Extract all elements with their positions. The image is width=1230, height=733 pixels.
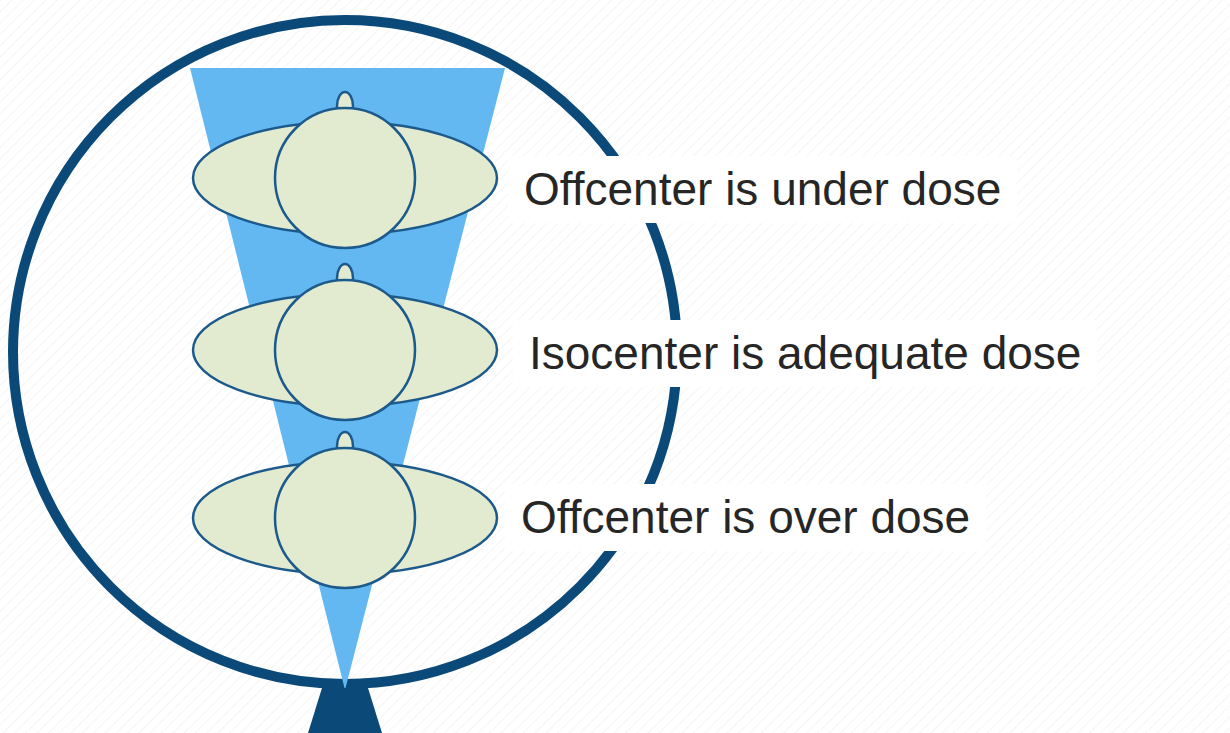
patient-head	[275, 108, 415, 248]
x-ray-tube	[308, 688, 382, 733]
label-text: Isocenter is adequate dose	[529, 327, 1081, 379]
dose-label: Offcenter is under dose	[508, 156, 1017, 223]
patient-head	[275, 448, 415, 588]
patient-head	[275, 280, 415, 420]
patient-group	[193, 92, 497, 588]
patient-cross-section	[193, 432, 497, 588]
label-text: Offcenter is over dose	[521, 491, 970, 543]
dose-label: Offcenter is over dose	[505, 484, 986, 551]
patient-cross-section	[193, 264, 497, 420]
label-text: Offcenter is under dose	[524, 163, 1001, 215]
patient-cross-section	[193, 92, 497, 248]
dose-label: Isocenter is adequate dose	[513, 320, 1097, 387]
x-ray-fan-beam	[190, 68, 505, 690]
